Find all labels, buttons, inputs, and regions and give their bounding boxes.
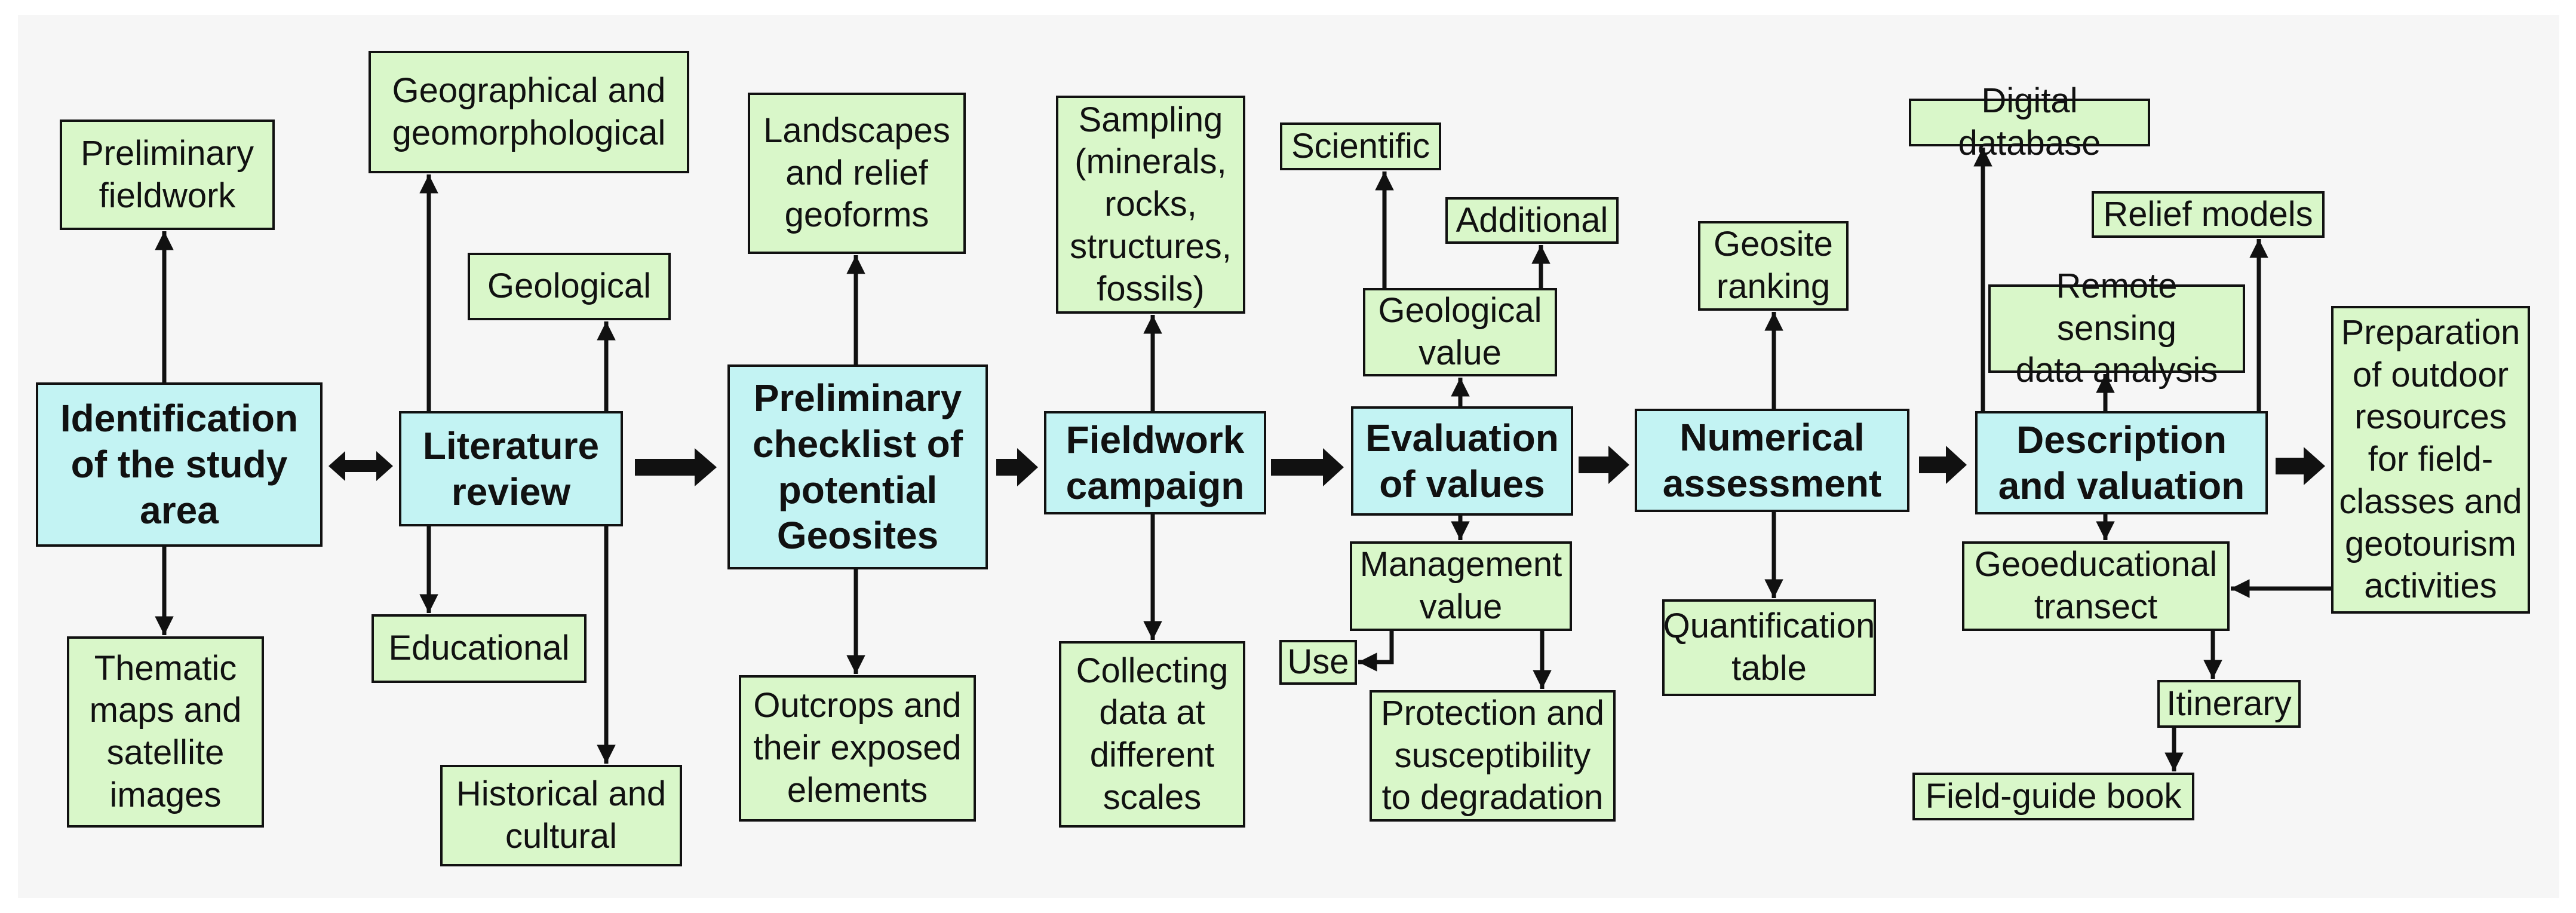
geographical-box: Geographical and geomorphological — [369, 51, 689, 173]
arrow-fieldwork-to-evaluation — [1271, 448, 1344, 486]
arrow-literature-to-checklist — [635, 448, 717, 486]
geoeducational-transect-box: Geoeducational transect — [1962, 541, 2230, 631]
geological-box: Geological — [468, 253, 671, 320]
educational-box: Educational — [371, 614, 587, 683]
historical-box: Historical and cultural — [440, 765, 682, 866]
preliminary-fieldwork-box: Preliminary fieldwork — [60, 120, 275, 230]
geological-value-box: Geological value — [1363, 288, 1557, 376]
outcrops-box: Outcrops and their exposed elements — [739, 675, 976, 822]
identification-box: Identification of the study area — [36, 382, 323, 547]
collecting-box: Collecting data at different scales — [1059, 641, 1245, 828]
itinerary-box: Itinerary — [2157, 680, 2301, 728]
management-value-box: Management value — [1350, 541, 1572, 631]
arrow-numerical-to-description — [1919, 446, 1967, 484]
quantification-table-box: Quantification table — [1662, 599, 1876, 696]
arrow-checklist-to-fieldwork — [996, 448, 1038, 486]
description-box: Description and valuation — [1975, 411, 2268, 514]
relief-models-box: Relief models — [2092, 191, 2325, 238]
checklist-box: Preliminary checklist of potential Geosi… — [727, 364, 988, 569]
arrow-evaluation-to-numerical — [1579, 446, 1629, 484]
sampling-box: Sampling (minerals, rocks, structures, f… — [1056, 96, 1245, 314]
double-arrow-identification-literature — [328, 451, 393, 481]
protection-box: Protection and susceptibility to degrada… — [1370, 690, 1616, 822]
numerical-assessment-box: Numerical assessment — [1635, 409, 1909, 512]
use-box: Use — [1279, 640, 1357, 685]
fieldwork-campaign-box: Fieldwork campaign — [1044, 411, 1266, 514]
landscapes-box: Landscapes and relief geoforms — [748, 93, 966, 254]
geosite-ranking-box: Geosite ranking — [1698, 221, 1849, 311]
literature-review-box: Literature review — [399, 411, 623, 526]
evaluation-box: Evaluation of values — [1351, 406, 1573, 516]
preparation-box: Preparation of outdoor resources for fie… — [2331, 306, 2530, 614]
thematic-maps-box: Thematic maps and satellite images — [67, 636, 264, 828]
arrow-description-to-preparation — [2276, 447, 2325, 485]
additional-box: Additional — [1445, 197, 1619, 244]
arrow-to-use — [1358, 631, 1394, 672]
field-guide-book-box: Field-guide book — [1912, 773, 2194, 820]
scientific-box: Scientific — [1280, 122, 1441, 170]
